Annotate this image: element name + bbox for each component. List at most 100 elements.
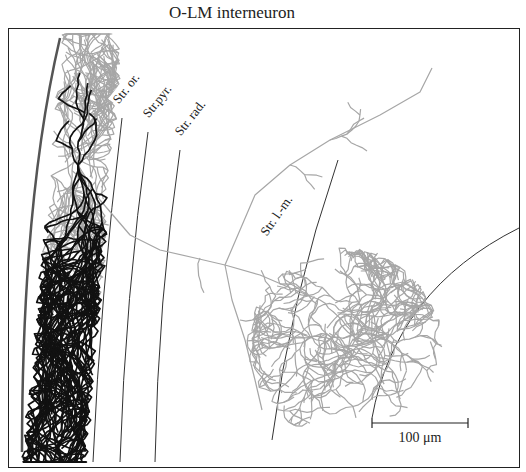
axon-branch [289, 273, 305, 285]
axon-branch [92, 34, 105, 44]
axon-branch [90, 94, 114, 177]
axon-branch [320, 300, 381, 348]
axon-branch [415, 322, 422, 337]
fissure-boundary [372, 228, 519, 418]
axon-branch [327, 344, 358, 370]
dendrite-branch [33, 378, 92, 443]
axon-branch [381, 260, 398, 282]
axon-branch [258, 372, 281, 392]
axon-branch [68, 48, 76, 76]
layer-label: Str.pyr. [138, 80, 175, 122]
axon-branch [266, 286, 272, 306]
axon-branch [268, 311, 274, 339]
axon-branch [339, 349, 354, 366]
scale-bar-tick [371, 418, 372, 428]
axon-branch [389, 340, 394, 357]
axon-branch [290, 165, 315, 189]
axon-branch [75, 34, 96, 65]
axon-branch [413, 355, 430, 359]
dendrite-branch [58, 86, 84, 113]
axon-branch [322, 367, 354, 382]
axon-branch [304, 376, 315, 396]
axon-branch [305, 175, 323, 177]
dendrite-branch [78, 118, 96, 141]
axon-branch [104, 84, 108, 102]
axon-branch [259, 365, 275, 381]
axon-branch [337, 295, 366, 313]
axon-branch [311, 303, 345, 316]
dendrite-branch [49, 337, 85, 462]
axon-branch [64, 81, 68, 116]
axon-branch [335, 291, 362, 303]
axon-branch [301, 259, 325, 280]
neuron-tree [22, 34, 442, 462]
axon-branch [92, 69, 99, 85]
axon-branch [321, 380, 333, 411]
axon-branch [105, 34, 111, 38]
dendrite-branch [56, 461, 85, 463]
dendrite-branch [28, 403, 82, 462]
axon-branch [400, 353, 402, 371]
dendrite-branch [41, 165, 106, 382]
figure-title: O-LM interneuron [169, 3, 295, 23]
frame [9, 29, 520, 468]
dendrite-branch [88, 261, 95, 348]
axon-branch [253, 360, 273, 378]
scale-bar-tick [467, 418, 468, 428]
axon-branch [318, 334, 325, 391]
axon-branch [341, 136, 367, 151]
axon-branch [277, 277, 307, 293]
axon-branch [395, 300, 397, 324]
axon-branch [330, 109, 361, 140]
axon-branch [390, 405, 402, 416]
axon-branch [358, 338, 376, 342]
axon-branch [366, 302, 376, 323]
axon-branch [91, 44, 119, 70]
axon-branch [73, 90, 86, 103]
axon-branch [397, 314, 439, 331]
axon-branch [345, 252, 353, 274]
axon-branch [373, 393, 396, 398]
axon-branch [272, 349, 319, 403]
scale-label: 100 μm [399, 430, 442, 446]
axon-branch [381, 309, 416, 348]
dendrite-branch [55, 451, 77, 462]
layer-boundary [155, 150, 180, 462]
axon-branch [348, 102, 360, 115]
axon-branch [392, 371, 400, 400]
dendrite-branch [71, 165, 96, 379]
axon-branch [258, 280, 307, 329]
axon-branch [198, 258, 204, 293]
axon-branch [361, 333, 399, 343]
axon-branch [432, 339, 437, 359]
axon-branch [399, 371, 407, 405]
dendrite-branch [75, 266, 91, 304]
axon-branch [265, 282, 317, 307]
axon-branch [66, 52, 91, 74]
axon-branch [254, 307, 276, 338]
dendrite-branch [72, 284, 98, 325]
scale-bar [372, 418, 468, 428]
axon-branch [371, 373, 408, 407]
axon-branch [225, 265, 262, 410]
axon-branch [376, 346, 399, 393]
axon-branch [309, 337, 339, 399]
axon-branch [336, 389, 356, 417]
axon-branch [284, 406, 289, 422]
layer-label: Str. rad. [170, 95, 209, 140]
axon-branch [79, 34, 88, 53]
axon-branch [371, 322, 388, 338]
axon-branch [329, 384, 340, 397]
dendrite-branch [31, 411, 82, 462]
axon-branch [334, 316, 353, 334]
axon-branch [400, 267, 406, 282]
axon-branch [347, 272, 386, 351]
axon-branch [261, 270, 276, 296]
axon-branch [318, 349, 347, 354]
axon-branch [283, 381, 311, 403]
axon-branch [303, 364, 372, 414]
axon-branch [252, 308, 322, 351]
scale-bar-line [372, 422, 468, 423]
axon-branch [349, 278, 365, 327]
